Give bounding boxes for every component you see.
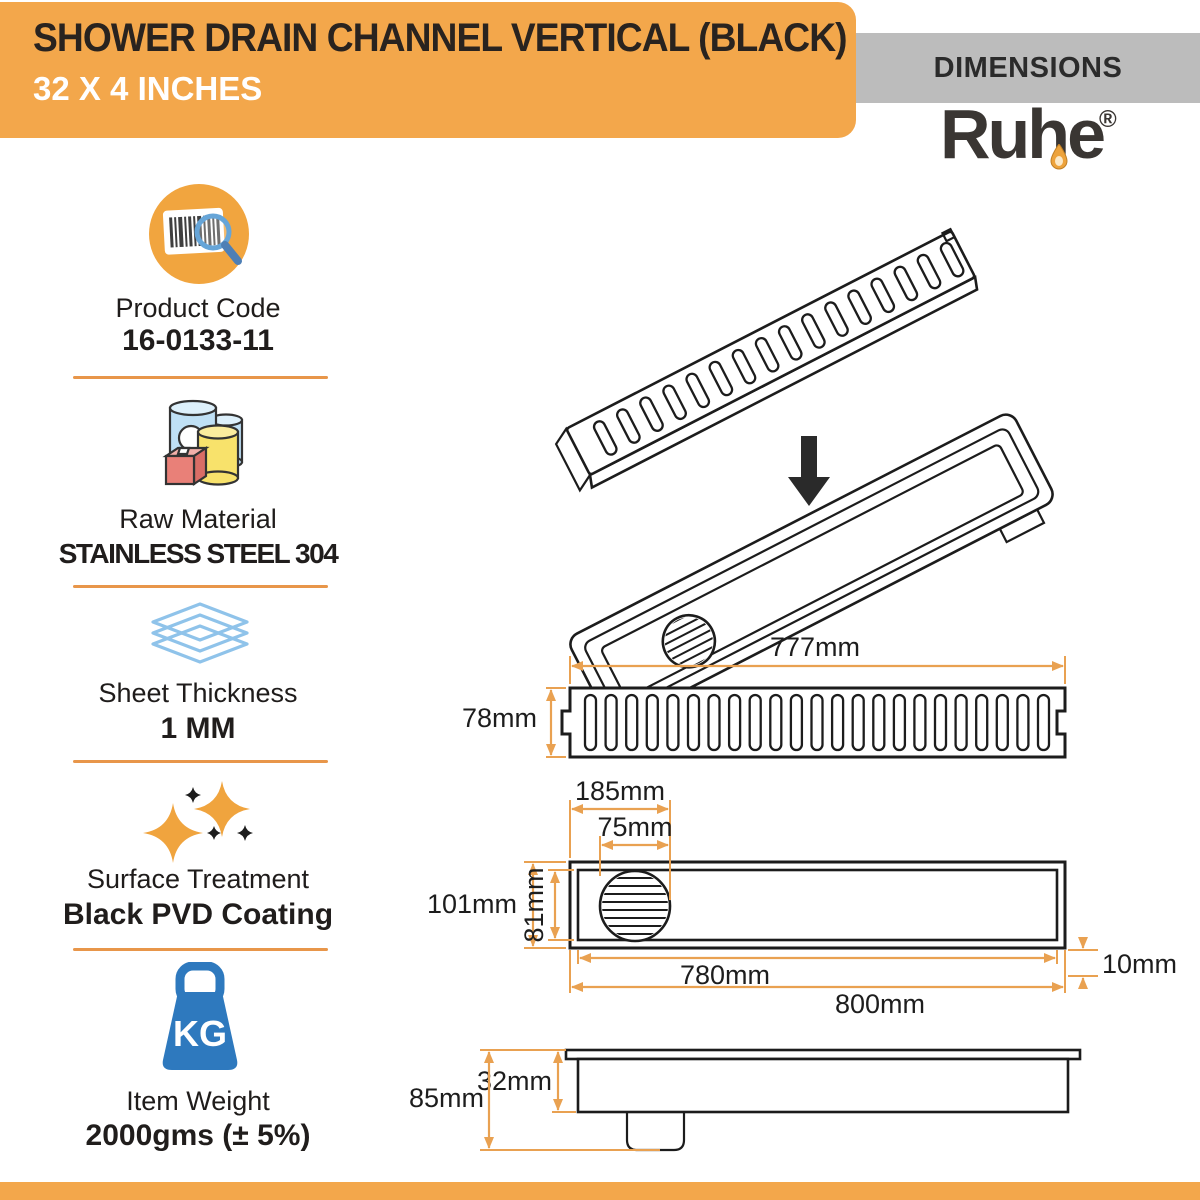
channel-side-view: 32mm 85mm — [409, 1048, 1082, 1152]
raw-material-containers-icon — [162, 399, 244, 487]
spec-label: Raw Material — [119, 504, 277, 534]
spec-value: 16-0133-11 — [122, 324, 274, 357]
bottom-accent-strip — [0, 1182, 1200, 1200]
droplet-icon — [1050, 144, 1068, 170]
brand-name: Ruhe — [940, 95, 1106, 173]
channel-top-view: 185mm 75mm 101mm 81mm 780mm 800mm 10mm — [427, 776, 1177, 1019]
divider — [73, 948, 328, 951]
spec-label: Item Weight — [126, 1086, 270, 1116]
sparkles-icon — [143, 781, 253, 863]
page-subtitle: 32 X 4 INCHES — [33, 70, 263, 107]
inner-length-label: 780mm — [680, 960, 770, 990]
page-title: SHOWER DRAIN CHANNEL VERTICAL (BLACK) — [33, 16, 848, 60]
registered-mark: ® — [1099, 106, 1117, 133]
barcode-search-icon — [149, 184, 249, 284]
assembly-arrow-icon — [788, 436, 830, 506]
inner-width-label: 81mm — [519, 867, 549, 942]
drain-diameter-label: 75mm — [597, 812, 672, 842]
drain-offset-label: 185mm — [575, 776, 665, 806]
outer-width-label: 101mm — [427, 889, 517, 919]
sheet-stack-icon — [151, 602, 249, 664]
spec-value: Black PVD Coating — [62, 898, 334, 931]
spec-label: Product Code — [115, 293, 281, 323]
dimensions-label: DIMENSIONS — [933, 52, 1123, 84]
divider — [73, 585, 328, 588]
spec-label: Sheet Thickness — [98, 678, 298, 708]
weight-kg-icon: KG — [162, 962, 238, 1070]
spec-label: Surface Treatment — [86, 864, 310, 894]
brand-logo: Ruhe ® — [940, 95, 1170, 180]
grate-top-view: 777mm 78mm — [462, 632, 1067, 759]
grate-length-label: 777mm — [770, 632, 860, 662]
grate-width-label: 78mm — [462, 703, 537, 733]
kg-icon-text: KG — [173, 1013, 227, 1054]
exploded-channel-3d — [569, 413, 1054, 733]
outer-length-label: 800mm — [835, 989, 925, 1019]
spec-value: 1 MM — [160, 712, 236, 745]
divider — [73, 376, 328, 379]
total-height-label: 85mm — [409, 1083, 484, 1113]
flange-label: 10mm — [1102, 949, 1177, 979]
spec-value: 2000gms (± 5%) — [85, 1119, 311, 1152]
spec-value: STAINLESS STEEL 304 — [58, 538, 339, 569]
title-banner: SHOWER DRAIN CHANNEL VERTICAL (BLACK) 32… — [0, 2, 856, 138]
exploded-grate-3d — [554, 227, 979, 493]
divider — [73, 760, 328, 763]
